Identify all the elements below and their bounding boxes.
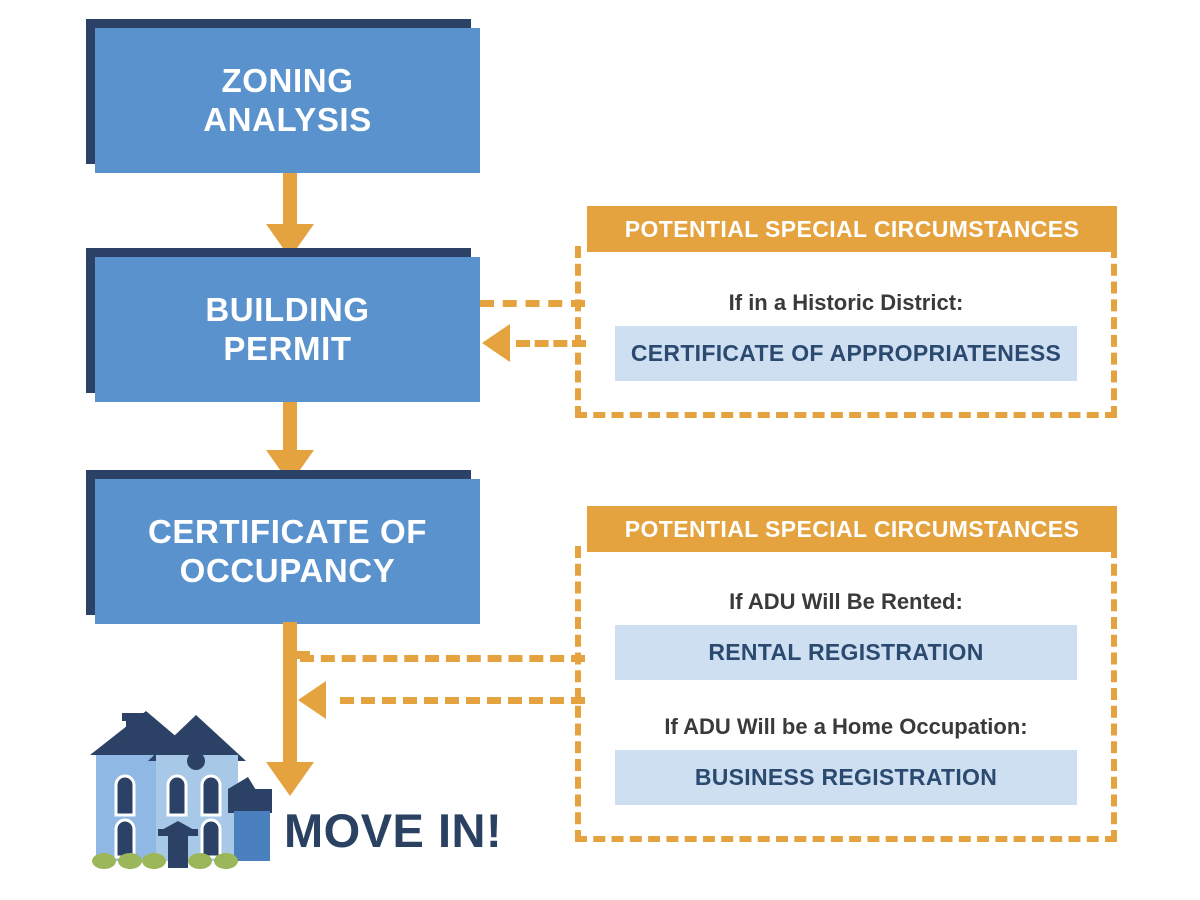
move-in-label: Move In! (284, 804, 503, 857)
step-face: Certificate of Occupancy (95, 479, 480, 624)
panel-header: Potential Special Circumstances (587, 206, 1117, 252)
step-certificate-of-occupancy[interactable]: Certificate of Occupancy (86, 470, 480, 624)
condition-group: If ADU Will be a Home Occupation: Busine… (615, 714, 1077, 805)
house-icon (90, 711, 272, 869)
arrow-occupancy-to-movein (266, 622, 314, 802)
panel-occupancy-circumstances: Potential Special Circumstances If ADU W… (575, 506, 1117, 842)
panel-dashed-border (575, 546, 1117, 842)
arrow-down-icon (266, 762, 314, 796)
connector-permit-arrow-line (516, 340, 586, 347)
step-label: Certificate of Occupancy (147, 512, 428, 589)
condition-label: If in a Historic District: (728, 289, 964, 315)
connector-permit-top (480, 300, 585, 307)
condition-label: If ADU Will be a Home Occupation: (664, 714, 1028, 739)
requirement-chip[interactable]: Business Registration (615, 750, 1077, 805)
step-label: Building Permit (205, 290, 370, 367)
spacer (615, 680, 1077, 714)
panel-header-label: Potential Special Circumstances (624, 515, 1080, 542)
step-face: Zoning Analysis (95, 28, 480, 173)
condition-group: If in a Historic District: Certificate o… (615, 290, 1077, 381)
panel-building-permit-circumstances: Potential Special Circumstances If in a … (575, 206, 1117, 418)
panel-content: If in a Historic District: Certificate o… (575, 252, 1117, 418)
step-face: Building Permit (95, 257, 480, 402)
connector-occupancy-arrow-line (340, 697, 585, 704)
connector-occupancy-top-tee (288, 651, 310, 659)
panel-header: Potential Special Circumstances (587, 506, 1117, 552)
step-label: Zoning Analysis (203, 61, 372, 138)
arrow-left-icon (298, 681, 326, 719)
arrow-stem (283, 622, 297, 770)
step-building-permit[interactable]: Building Permit (86, 248, 480, 402)
panel-header-label: Potential Special Circumstances (624, 215, 1080, 242)
condition-group: If ADU Will Be Rented: Rental Registrati… (615, 589, 1077, 680)
requirement-chip[interactable]: Rental Registration (615, 625, 1077, 680)
panel-content: If ADU Will Be Rented: Rental Registrati… (575, 552, 1117, 842)
arrow-left-icon (482, 324, 510, 362)
house-illustration (88, 703, 288, 873)
arrow-stem (283, 402, 297, 454)
step-zoning-analysis[interactable]: Zoning Analysis (86, 19, 480, 173)
arrow-stem (283, 173, 297, 228)
condition-label: If ADU Will Be Rented: (729, 589, 963, 614)
connector-occupancy-top (300, 655, 585, 662)
requirement-chip[interactable]: Certificate of Appropriateness (615, 325, 1077, 381)
panel-dashed-border (575, 246, 1117, 418)
arrow-zoning-to-permit (266, 173, 314, 258)
